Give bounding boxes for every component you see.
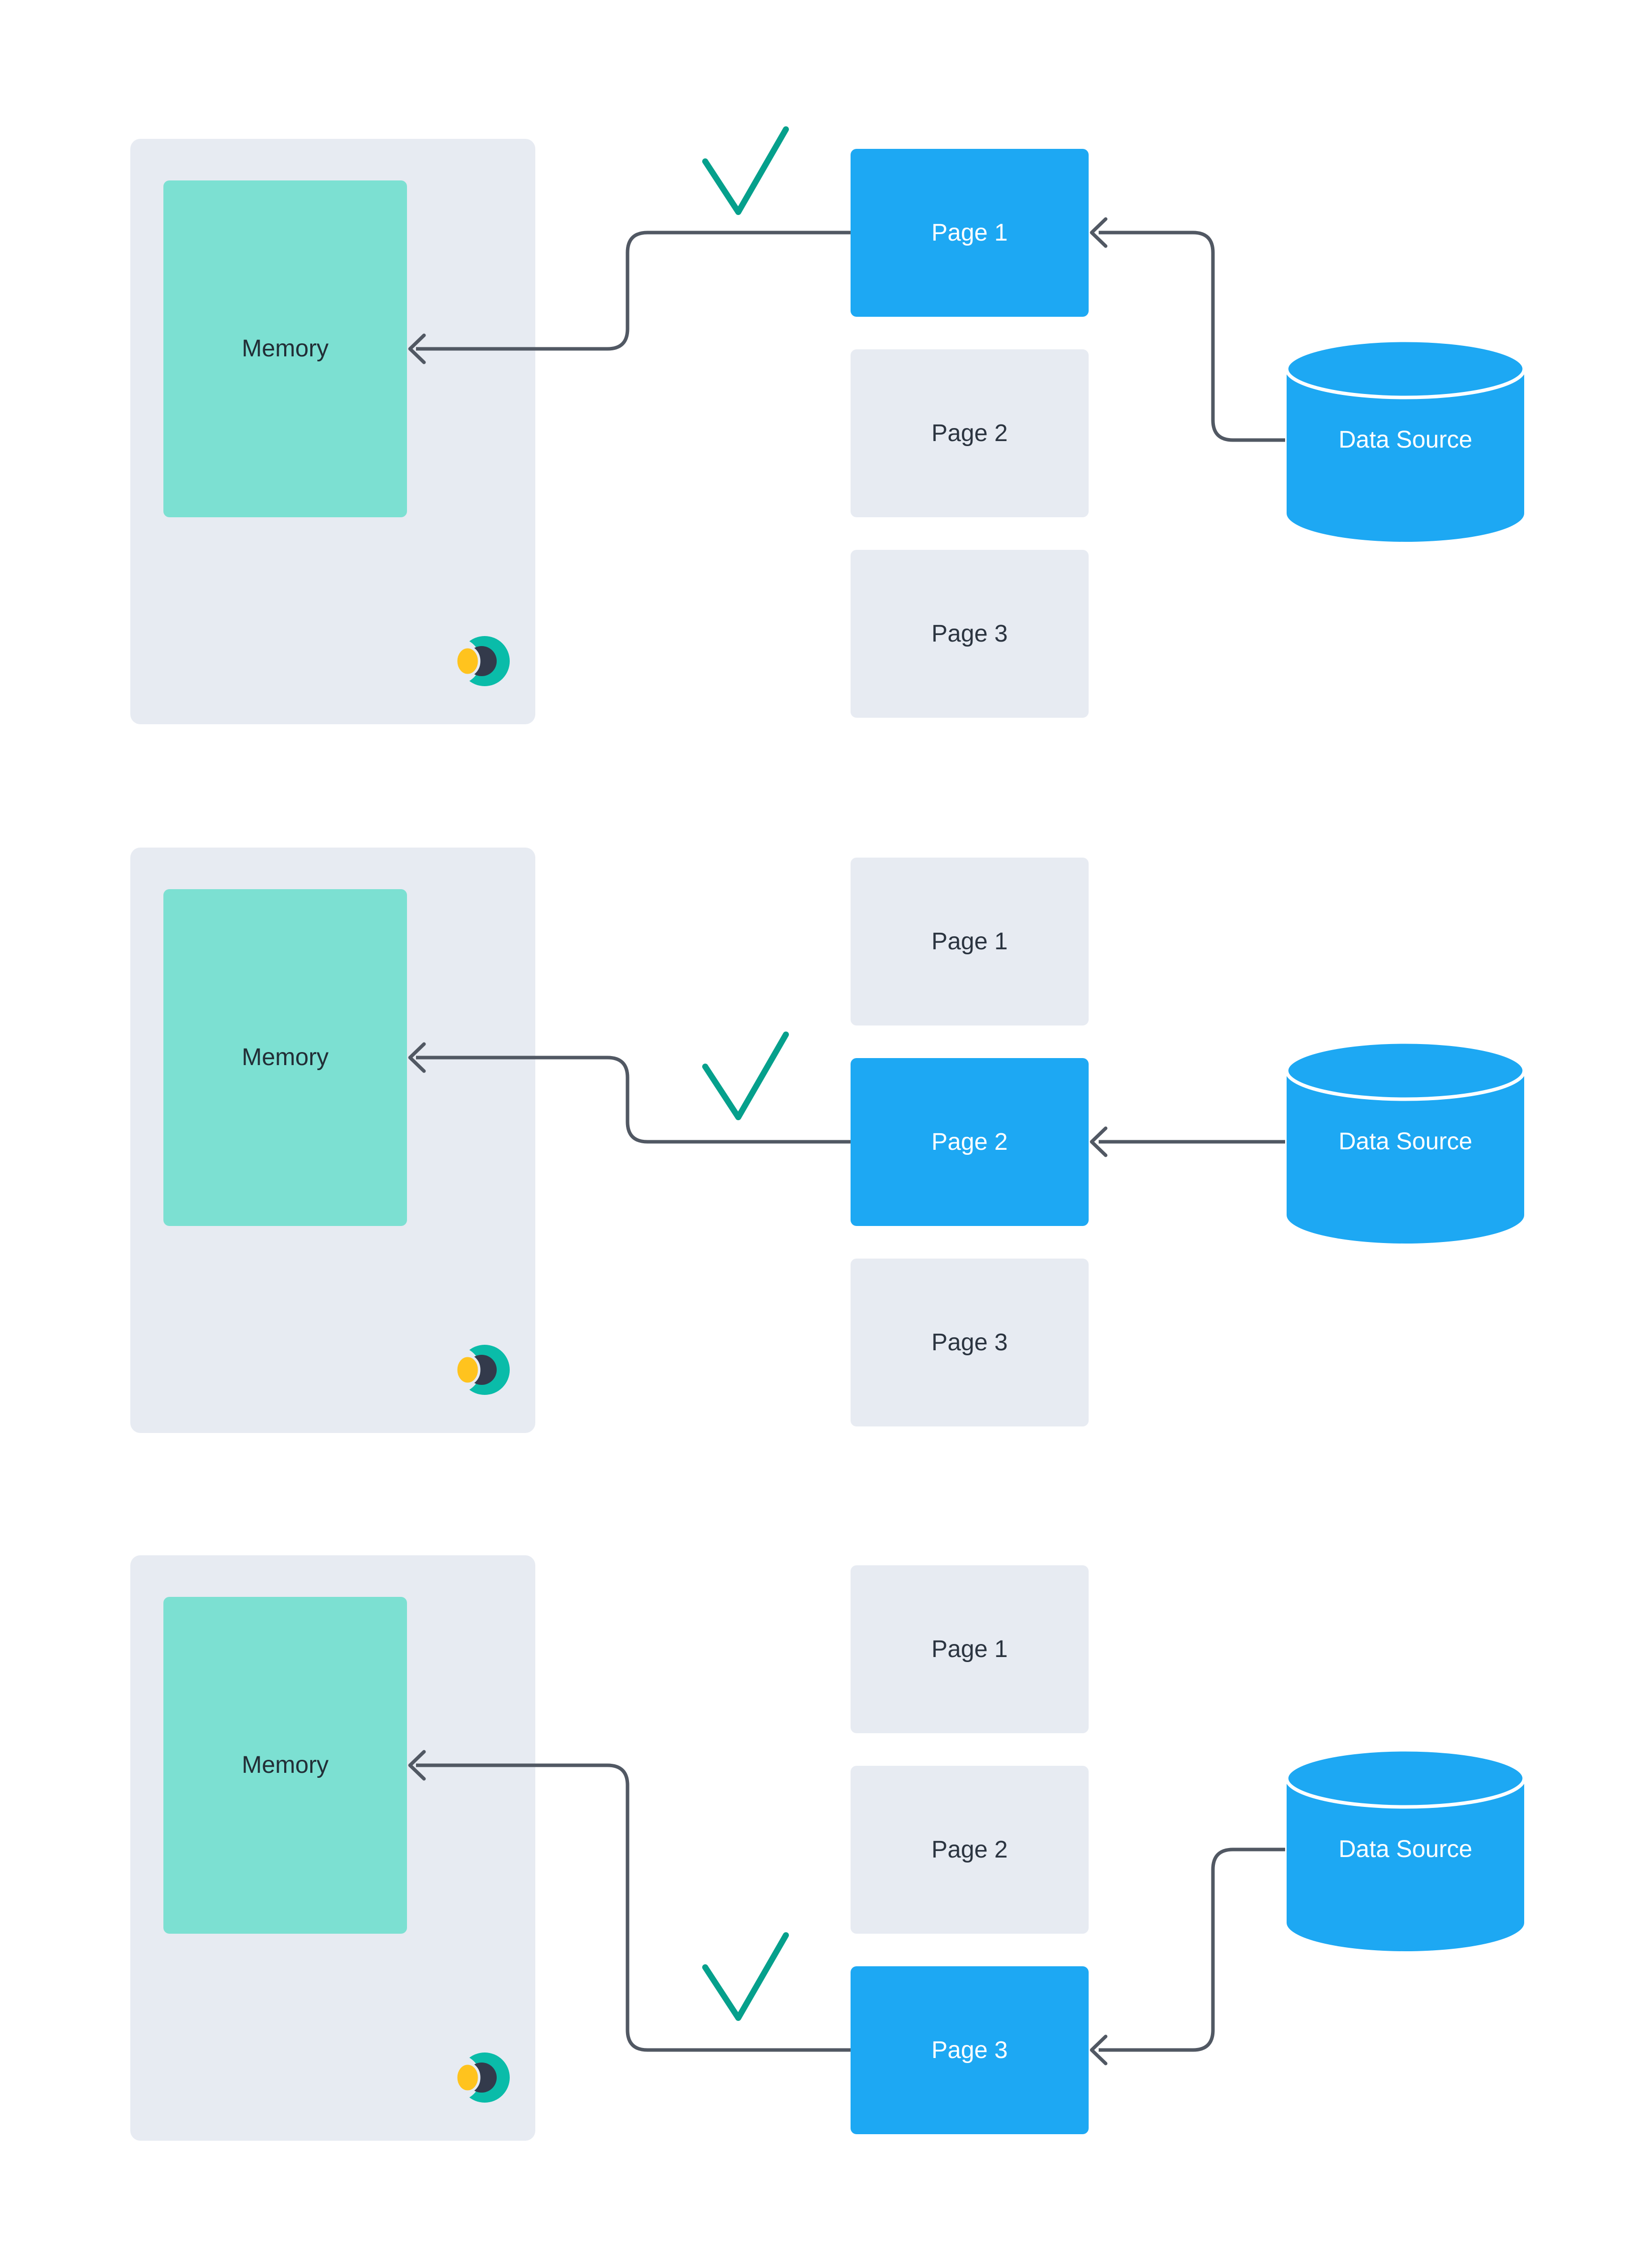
memory-box-2: Memory	[163, 889, 407, 1226]
page-label: Page 1	[931, 1635, 1008, 1663]
memory-box-1: Memory	[163, 180, 407, 517]
memory-label: Memory	[242, 335, 329, 362]
page-box-3-2: Page 2	[851, 1766, 1089, 1934]
checkmark-icon-3	[702, 1932, 789, 2021]
page-box-3-3: Page 3	[851, 1966, 1089, 2134]
memory-label: Memory	[242, 1044, 329, 1071]
datasource-label: Data Source	[1338, 1836, 1473, 1863]
arrow-datasource-to-page1	[1099, 231, 1285, 442]
arrowhead-into-page1	[1090, 217, 1108, 248]
page-box-1-3: Page 3	[851, 550, 1089, 718]
page-label: Page 2	[931, 1836, 1008, 1863]
page-label: Page 1	[931, 928, 1008, 955]
eclipse-logo-icon	[456, 1342, 512, 1398]
checkmark-icon-2	[702, 1032, 789, 1120]
arrowhead-into-page2	[1090, 1126, 1108, 1157]
eclipse-logo-icon	[456, 2049, 512, 2106]
page-label: Page 1	[931, 219, 1008, 246]
eclipse-logo-icon	[456, 633, 512, 689]
page-box-2-3: Page 3	[851, 1259, 1089, 1426]
page-label: Page 2	[931, 1128, 1008, 1155]
page-label: Page 3	[931, 2036, 1008, 2064]
datasource-3: Data Source	[1285, 1746, 1526, 1953]
datasource-label: Data Source	[1338, 427, 1473, 453]
page-box-2-1: Page 1	[851, 858, 1089, 1025]
arrow-datasource-to-page3	[1099, 1847, 1285, 2052]
page-box-1-1: Page 1	[851, 149, 1089, 317]
checkmark-icon-1	[702, 126, 789, 215]
datasource-1: Data Source	[1285, 337, 1526, 543]
page-label: Page 3	[931, 1329, 1008, 1356]
datasource-2: Data Source	[1285, 1039, 1526, 1245]
page-label: Page 2	[931, 420, 1008, 447]
datasource-label: Data Source	[1338, 1128, 1473, 1155]
page-box-1-2: Page 2	[851, 349, 1089, 517]
arrowhead-into-page3	[1090, 2034, 1108, 2066]
page-label: Page 3	[931, 620, 1008, 647]
memory-label: Memory	[242, 1752, 329, 1778]
page-box-3-1: Page 1	[851, 1565, 1089, 1733]
page-box-2-2: Page 2	[851, 1058, 1089, 1226]
memory-box-3: Memory	[163, 1597, 407, 1934]
